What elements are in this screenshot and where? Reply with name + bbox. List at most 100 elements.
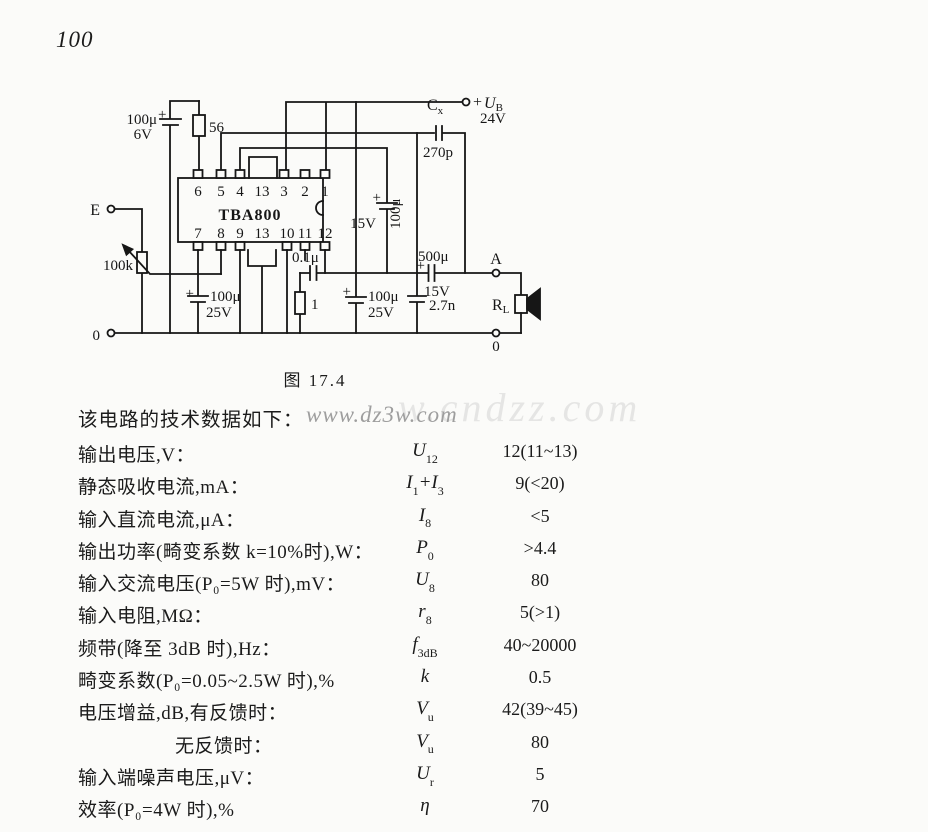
spec-symbol: I1+I3 [406, 472, 444, 499]
spec-row: 输入交流电压(P₀=5W 时),mV： U8 80 [78, 566, 638, 598]
pin7-branch [187, 249, 209, 334]
spec-row: 输出功率(畸变系数 k=10%时),W：P0>4.4 [78, 534, 638, 566]
load-label: RL [492, 297, 510, 316]
svg-text:13: 13 [255, 184, 270, 200]
spec-label: 输入交流电压(P₀=5W 时),mV： [78, 574, 346, 596]
svg-text:1: 1 [321, 184, 329, 200]
svg-text:12: 12 [318, 226, 333, 242]
pot-arrowhead [121, 243, 135, 257]
page-number: 100 [56, 27, 94, 52]
watermark-primary: www.dz3w.com [306, 402, 458, 427]
boot-volt-label: 15V [350, 216, 376, 232]
spec-symbol: I8 [418, 504, 432, 531]
filter-branch [407, 132, 427, 334]
spec-value: 0.5 [528, 667, 552, 688]
svg-text:8: 8 [217, 226, 225, 242]
spec-symbol: η [420, 795, 430, 817]
spec-label: 无反馈时： [175, 735, 273, 757]
bootstrap-line [239, 147, 398, 274]
svg-text:7: 7 [194, 226, 202, 242]
terminal-output [491, 268, 501, 278]
spec-label: 输入直流电流,μA： [78, 509, 245, 531]
spec-value: 80 [531, 570, 549, 591]
pot-wiper [126, 248, 222, 275]
svg-text:10: 10 [280, 226, 295, 242]
ic-pin-stubs-bottom [192, 241, 331, 251]
cout-volt-label: 15V [424, 284, 450, 300]
cx-value-label: 270p [423, 145, 453, 161]
spec-value: 70 [531, 796, 549, 817]
zobel-resistor-body [294, 291, 306, 315]
svg-text:4: 4 [236, 184, 244, 200]
spec-symbol: k [420, 666, 430, 688]
spec-row: 频带(降至 3dB 时),Hz： f3dB 40~20000 [78, 631, 638, 663]
spec-label: 输入端噪声电压,μV： [78, 767, 265, 789]
pot-body [136, 251, 148, 274]
spec-symbol: f3dB [412, 633, 438, 660]
zobel-res-label: 1 [311, 297, 319, 313]
spec-symbol: Ur [416, 762, 434, 789]
svg-text:11: 11 [298, 226, 312, 242]
spec-label: 电压增益,dB,有反馈时： [78, 703, 288, 725]
svg-text:2: 2 [301, 184, 309, 200]
dec-value-label: 100μ [368, 289, 399, 305]
terminal-gnd-left-label: 0 [93, 328, 101, 344]
resistor-56-label: 56 [209, 120, 225, 136]
zobel-cap-label: 0.1μ [292, 250, 319, 266]
spec-symbol: U12 [412, 440, 438, 466]
input-bypass [159, 100, 200, 334]
terminal-gnd-right-label: 0 [492, 339, 500, 355]
spec-label: 静态吸收电流,mA： [78, 477, 250, 499]
ic-notch [315, 200, 324, 216]
spec-label: 效率(P₀=4W 时),% [78, 800, 235, 822]
spec-value: 80 [531, 731, 549, 752]
svg-text:13: 13 [255, 226, 270, 242]
spec-value: 42(39~45) [502, 699, 578, 720]
svg-text:3: 3 [280, 184, 288, 200]
resistor-56-body [192, 114, 206, 137]
svg-text:5: 5 [217, 184, 225, 200]
spec-row: 效率(P₀=4W 时),% η 70 [78, 792, 638, 824]
speaker-cone-icon [526, 287, 541, 321]
output-line [299, 264, 522, 296]
cout-value-label: 500μ [418, 249, 449, 265]
spec-label: 频带(降至 3dB 时),Hz： [78, 638, 281, 660]
boot-value-label: 100μ [388, 198, 404, 229]
spec-value: 9(<20) [515, 473, 565, 494]
dec-volt-label: 25V [368, 305, 394, 321]
ic-body [177, 177, 324, 243]
terminal-gnd-left [106, 328, 116, 338]
spec-symbol: U8 [415, 569, 435, 595]
circuit-wires [106, 97, 541, 338]
spec-value: 12(11~13) [502, 441, 578, 461]
decoupling-branch [345, 101, 367, 334]
supply-volt-label: 24V [480, 111, 506, 127]
cap7-volt-label: 25V [206, 305, 232, 321]
spec-label: 输入电阻,MΩ： [78, 606, 213, 628]
boot-plus-label: + [373, 190, 381, 206]
terminal-gnd-right [491, 328, 501, 338]
circuit-diagram: 100μ + 6V 56 Cx 270p + 15V 100μ + 100μ 2… [90, 94, 541, 355]
terminal-output-label: A [490, 251, 502, 268]
svg-text:9: 9 [236, 226, 244, 242]
cap7-value-label: 100μ [210, 289, 241, 305]
pin5-line [220, 125, 466, 274]
cap-in-value-label: 100μ [126, 112, 157, 128]
terminal-input-label: E [90, 202, 100, 219]
cx-name-label: Cx [427, 97, 444, 117]
ic-name-label: TBA800 [219, 207, 282, 224]
ic-pin-stubs-top [192, 169, 331, 179]
cap7-plus-label: + [186, 286, 194, 302]
spec-value: 40~20000 [503, 634, 577, 655]
ic-tab-top [248, 156, 278, 179]
terminal-supply [461, 97, 471, 107]
supply-name-label: UB [484, 95, 503, 114]
supply-rail [285, 101, 463, 171]
